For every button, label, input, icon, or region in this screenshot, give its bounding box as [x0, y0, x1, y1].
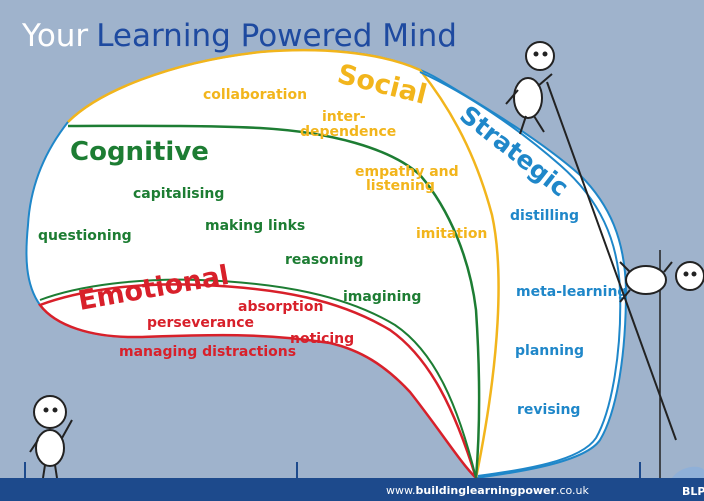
label-dependence: dependence [300, 124, 396, 140]
label-distilling: distilling [510, 208, 579, 224]
label-planning: planning [515, 343, 584, 359]
climber-top-icon [505, 41, 555, 135]
label-collaboration: collaboration [203, 87, 307, 103]
blp-logo-icon [672, 466, 704, 478]
url-prefix: www. [386, 484, 415, 497]
rope-line [546, 81, 677, 441]
label-perseverance: perseverance [147, 315, 254, 331]
thinker-figure-icon [29, 395, 73, 479]
label-managing-distractions: managing distractions [119, 344, 296, 360]
label-revising: revising [517, 402, 580, 418]
label-questioning: questioning [38, 228, 132, 244]
url-suffix: .co.uk [556, 484, 590, 497]
label-empathy: empathy and [355, 164, 459, 180]
label-imagining: imagining [343, 289, 421, 305]
label-capitalising: capitalising [133, 186, 224, 202]
label-imitation: imitation [416, 226, 487, 242]
label-reasoning: reasoning [285, 252, 364, 268]
label-noticing: noticing [290, 331, 354, 347]
cognitive-title: Cognitive [70, 137, 209, 167]
emotional-region [37, 283, 478, 479]
cognitive-region [67, 124, 481, 479]
label-inter: inter- [322, 109, 366, 125]
footer-bar [0, 478, 704, 501]
footer-url[interactable]: www.buildinglearningpower.co.uk [386, 484, 590, 497]
label-meta-learning: meta-learning [516, 284, 627, 300]
title-part-your: Your [21, 18, 88, 54]
label-making-links: making links [205, 218, 305, 234]
url-domain: buildinglearningpower [415, 484, 556, 497]
label-listening: listening [366, 178, 435, 194]
social-region [67, 48, 500, 479]
blp-logo-text: BLP [682, 485, 704, 498]
label-absorption: absorption [238, 299, 323, 315]
title-part-main: Learning Powered Mind [96, 18, 457, 54]
climber-right-icon [619, 261, 704, 303]
emotional-green-edge [39, 278, 477, 479]
strategic-region [419, 71, 622, 477]
